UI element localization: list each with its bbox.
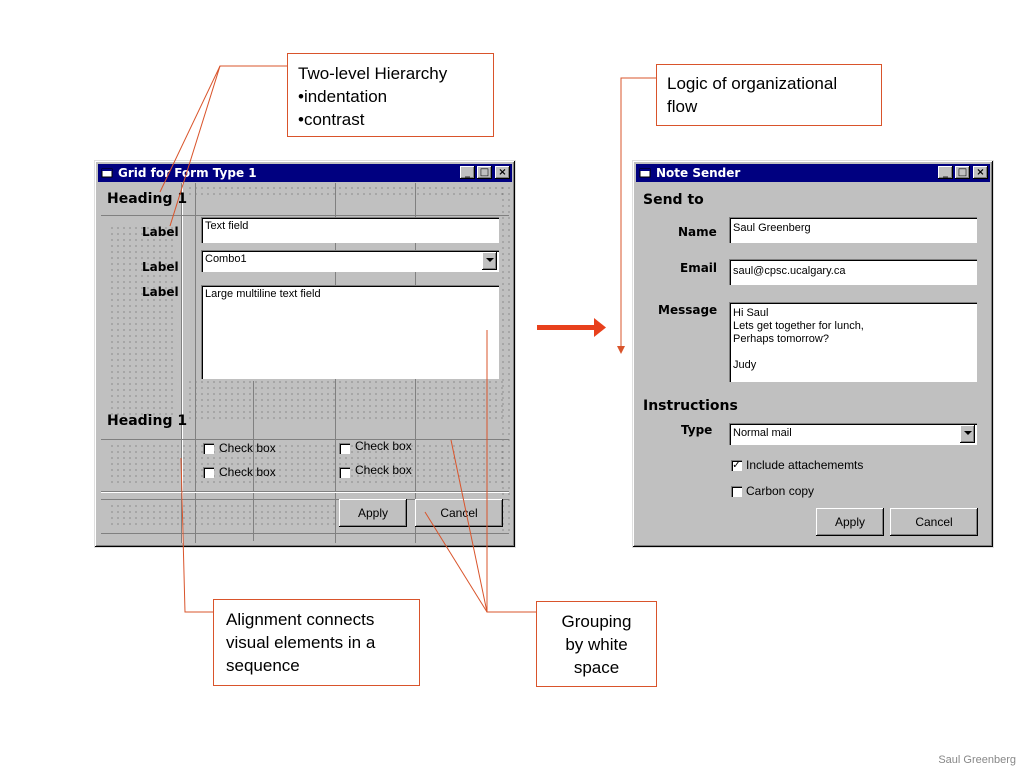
grid-line xyxy=(195,183,196,543)
message-value: Hi Saul Lets get together for lunch, Per… xyxy=(733,307,864,371)
callout-line: Two-level Hierarchy xyxy=(298,64,448,83)
text-field[interactable]: Text field xyxy=(201,217,499,243)
checkbox[interactable] xyxy=(339,467,350,478)
callout-grouping: Grouping by white space xyxy=(536,601,657,687)
grid-line xyxy=(182,183,183,543)
carbon-copy-checkbox[interactable] xyxy=(731,486,742,497)
window-icon xyxy=(639,168,651,178)
footer-credit: Saul Greenberg xyxy=(938,754,1016,766)
instructions-heading: Instructions xyxy=(643,398,738,414)
flow-arrow-head xyxy=(594,318,606,337)
include-attachments-label: Include attachememts xyxy=(746,458,864,472)
grid-dots xyxy=(187,379,507,419)
callout-line: •contrast xyxy=(298,110,365,129)
callout-logic: Logic of organizational flow xyxy=(656,64,882,126)
email-field[interactable]: saul@cpsc.ucalgary.ca xyxy=(729,259,977,285)
grid-line xyxy=(101,492,509,493)
grid-dots xyxy=(187,185,507,199)
window-title: Grid for Form Type 1 xyxy=(118,166,257,180)
checkbox[interactable] xyxy=(203,443,214,454)
cancel-button[interactable]: Cancel xyxy=(415,499,503,527)
combo-value: Combo1 xyxy=(205,253,247,265)
callout-line: visual elements in a xyxy=(226,633,376,652)
checkbox[interactable] xyxy=(203,467,214,478)
close-button[interactable]: × xyxy=(495,166,510,179)
callout-hierarchy: Two-level Hierarchy •indentation •contra… xyxy=(287,53,494,137)
grid-line xyxy=(101,499,509,500)
text-field-value: Text field xyxy=(205,220,249,232)
callout-line: sequence xyxy=(226,656,300,675)
message-field[interactable]: Hi Saul Lets get together for lunch, Per… xyxy=(729,302,977,382)
grid-form-window: Grid for Form Type 1 _ □ × Heading 1 Lab… xyxy=(94,160,516,548)
checkbox-label: Check box xyxy=(219,465,276,479)
include-attachments-checkbox[interactable]: ✓ xyxy=(731,460,742,471)
minimize-button[interactable]: _ xyxy=(460,166,475,179)
callout-line: Alignment connects xyxy=(226,610,375,629)
multiline-value: Large multiline text field xyxy=(205,288,321,300)
heading-2: Heading 1 xyxy=(107,413,188,429)
callout-line: •indentation xyxy=(298,87,388,106)
callout-line: space xyxy=(573,658,620,677)
cancel-button[interactable]: Cancel xyxy=(890,508,978,536)
send-to-heading: Send to xyxy=(643,192,704,208)
email-value: saul@cpsc.ucalgary.ca xyxy=(733,265,846,277)
logic-arrowhead xyxy=(617,346,625,354)
checkbox-label: Check box xyxy=(355,439,412,453)
carbon-copy-label: Carbon copy xyxy=(746,484,815,498)
grid-line xyxy=(253,381,254,541)
grid-dots xyxy=(109,225,173,415)
grid-line xyxy=(101,215,509,216)
close-button[interactable]: × xyxy=(973,166,988,179)
grid-line xyxy=(181,183,182,543)
label: Label xyxy=(142,225,179,239)
grid-line xyxy=(101,491,509,492)
window-title: Note Sender xyxy=(656,166,741,180)
type-combo[interactable]: Normal mail xyxy=(729,423,977,445)
checkbox-label: Check box xyxy=(219,441,276,455)
maximize-button[interactable]: □ xyxy=(477,166,492,179)
label: Label xyxy=(142,260,179,274)
type-label: Type xyxy=(681,423,713,437)
maximize-button[interactable]: □ xyxy=(955,166,970,179)
apply-button[interactable]: Apply xyxy=(339,499,407,527)
callout-line: Grouping xyxy=(561,612,632,631)
flow-arrow-shaft xyxy=(537,325,597,330)
type-value: Normal mail xyxy=(733,427,792,439)
heading-1: Heading 1 xyxy=(107,191,188,207)
dropdown-arrow-icon[interactable] xyxy=(960,425,975,443)
label: Label xyxy=(142,285,179,299)
message-label: Message xyxy=(658,303,718,317)
grid-dots xyxy=(109,503,339,527)
name-field[interactable]: Saul Greenberg xyxy=(729,217,977,243)
email-label: Email xyxy=(680,261,718,275)
name-label: Name xyxy=(678,225,717,239)
grid-dots xyxy=(109,443,505,483)
title-bar: Note Sender _ □ × xyxy=(636,164,990,182)
name-value: Saul Greenberg xyxy=(733,222,811,234)
dropdown-arrow-icon[interactable] xyxy=(482,252,497,270)
callout-alignment: Alignment connects visual elements in a … xyxy=(213,599,420,686)
grid-line xyxy=(101,533,509,534)
checkbox[interactable] xyxy=(339,443,350,454)
apply-button[interactable]: Apply xyxy=(816,508,884,536)
window-icon xyxy=(101,168,113,178)
grid-line xyxy=(101,439,509,440)
combo-box[interactable]: Combo1 xyxy=(201,250,499,272)
checkbox-label: Check box xyxy=(355,463,412,477)
callout-line: by white xyxy=(565,635,628,654)
grid-dots xyxy=(500,185,510,535)
minimize-button[interactable]: _ xyxy=(938,166,953,179)
title-bar: Grid for Form Type 1 _ □ × xyxy=(98,164,512,182)
multiline-field[interactable]: Large multiline text field xyxy=(201,285,499,379)
note-sender-window: Note Sender _ □ × Send to Name Saul Gree… xyxy=(632,160,994,548)
callout-line: flow xyxy=(667,97,698,116)
callout-line: Logic of organizational xyxy=(667,74,838,93)
